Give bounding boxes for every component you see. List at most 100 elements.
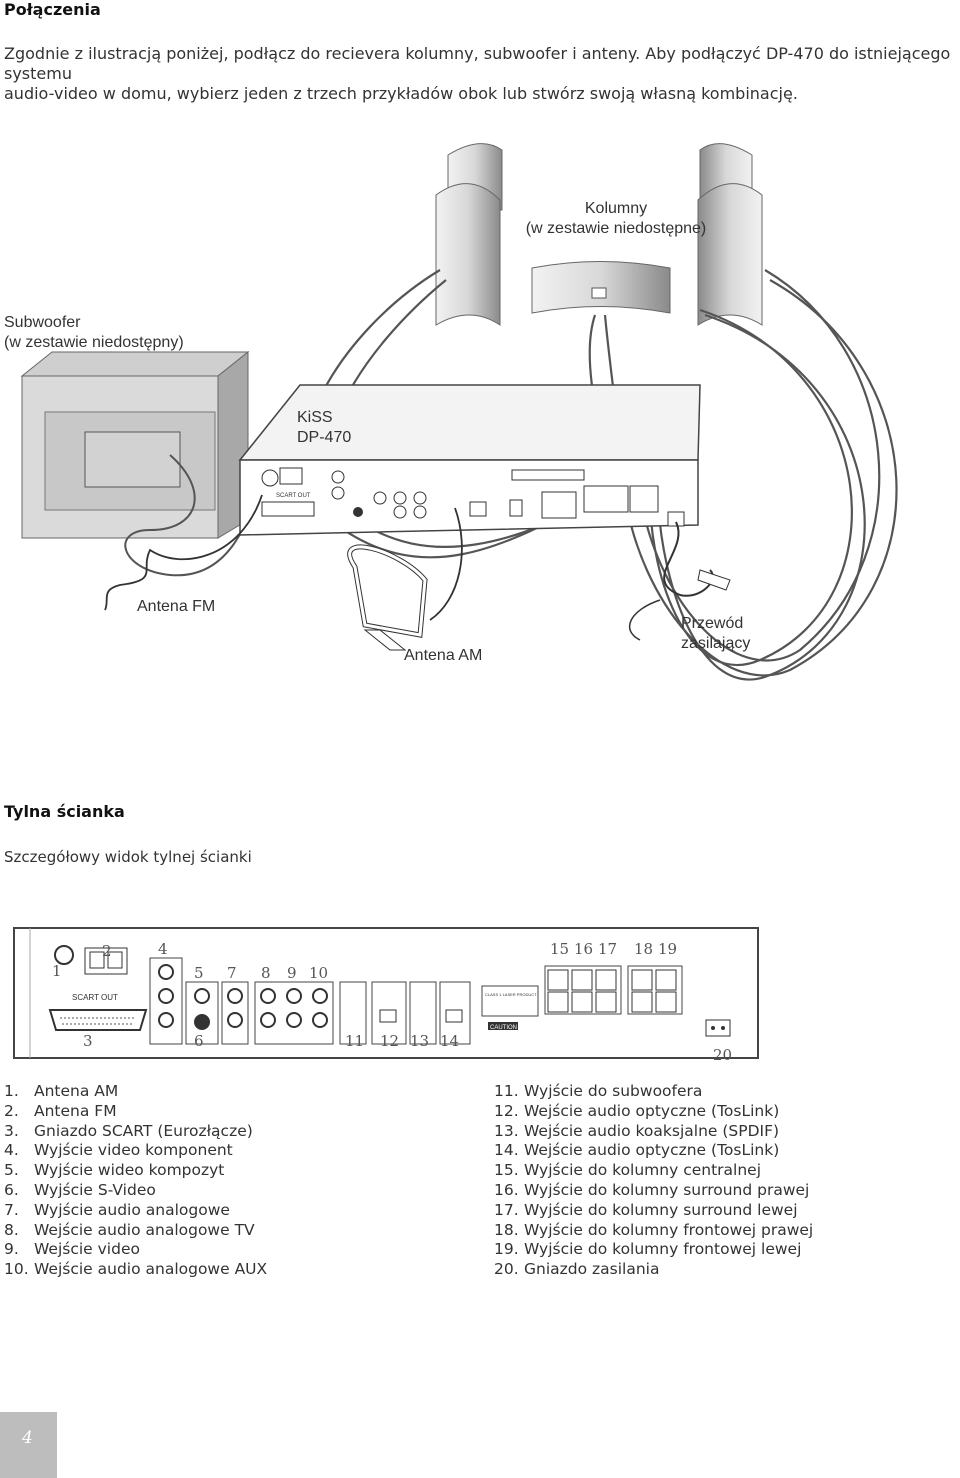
callout-16: 16 — [574, 940, 593, 958]
laser-text: CLASS 1 LASER PRODUCT — [485, 992, 537, 997]
legend-item: 2. Antena FM — [4, 1102, 267, 1122]
power-cord-label-line-2: zasilający — [681, 635, 751, 652]
am-antenna-label: Antena AM — [404, 647, 483, 664]
power-cord-label: Przewód zasilający — [681, 614, 750, 654]
legend-text: Antena AM — [34, 1082, 119, 1100]
legend-text: Wejście audio analogowe AUX — [34, 1260, 268, 1279]
legend-item: 10.Wejście audio analogowe AUX — [4, 1260, 267, 1280]
callout-5: 5 — [194, 964, 204, 982]
intro-text: Zgodnie z ilustracją poniżej, podłącz do… — [4, 44, 960, 104]
legend-text: Wyjście do subwoofera — [524, 1082, 703, 1100]
callout-12: 12 — [380, 1032, 399, 1050]
legend-left: 1. Antena AM 2. Antena FM 3. Gniazdo SCART … — [4, 1082, 267, 1280]
legend-num: 3. — [4, 1121, 19, 1140]
legend-text: Wejście audio analogowe TV — [34, 1220, 255, 1239]
legend-num: 16. — [494, 1180, 519, 1199]
legend-text: Wejście audio optyczne (TosLink) — [524, 1141, 780, 1160]
legend-num: 7. — [4, 1200, 19, 1219]
legend-num: 18. — [494, 1220, 519, 1239]
legend-item: 7. Wyjście audio analogowe — [4, 1201, 267, 1221]
legend-num: 11. — [494, 1082, 519, 1100]
legend-item: 3. Gniazdo SCART (Eurozłącze) — [4, 1122, 267, 1142]
legend-item: 8. Wejście audio analogowe TV — [4, 1221, 267, 1241]
speaker-left — [435, 143, 503, 326]
callout-4: 4 — [158, 940, 168, 958]
callout-17: 17 — [598, 940, 617, 958]
legend-num: 6. — [4, 1180, 19, 1199]
speaker-right — [697, 143, 763, 326]
legend-item: 12.Wejście audio optyczne (TosLink) — [494, 1102, 813, 1122]
legend-text: Wyjście do kolumny centralnej — [524, 1161, 762, 1180]
legend-num: 2. — [4, 1101, 19, 1120]
legend-num: 12. — [494, 1101, 519, 1120]
legend-num: 15. — [494, 1161, 519, 1180]
legend-item: 20.Gniazdo zasilania — [494, 1260, 813, 1280]
callout-6: 6 — [194, 1032, 204, 1050]
back-panel-callouts: 1 2 3 4 5 6 7 8 9 10 11 12 13 14 15 16 1… — [52, 940, 732, 1064]
callout-15: 15 — [550, 940, 569, 958]
legend-right: 11.Wyjście do subwoofera 12.Wejście audi… — [494, 1082, 813, 1280]
legend-item: 15. Wyjście do kolumny centralnej — [494, 1161, 813, 1181]
callout-2: 2 — [102, 942, 112, 960]
intro-line-2: audio-video w domu, wybierz jeden z trze… — [4, 84, 798, 103]
receiver — [238, 384, 701, 536]
back-panel-scart-text: SCART OUT — [72, 993, 118, 1002]
legend-item: 13.Wejście audio koaksjalne (SPDIF) — [494, 1122, 813, 1142]
caution-text: CAUTION — [490, 1025, 517, 1031]
legend-text: Wyjście S-Video — [34, 1180, 156, 1199]
legend-text: Antena FM — [34, 1101, 117, 1120]
legend-num: 9. — [4, 1240, 19, 1259]
legend-item: 9. Wejście video — [4, 1240, 267, 1260]
fm-antenna-wire — [104, 494, 263, 611]
power-cord — [628, 521, 731, 641]
callout-1: 1 — [52, 962, 62, 980]
back-panel-diagram: SCART OUT CLASS 1 LASER PRODUCT CAUTION — [13, 927, 759, 1059]
legend-item: 16. Wyjście do kolumny surround prawej — [494, 1181, 813, 1201]
legend-text: Wejście audio koaksjalne (SPDIF) — [524, 1121, 780, 1140]
intro-line-1: Zgodnie z ilustracją poniżej, podłącz do… — [4, 44, 951, 83]
section-title: Połączenia — [4, 0, 101, 19]
device-label-line-1: KiSS — [297, 409, 333, 426]
back-panel-subtitle: Szczegółowy widok tylnej ścianki — [4, 848, 252, 866]
back-panel-title: Tylna ścianka — [4, 802, 125, 821]
legend-num: 14. — [494, 1141, 519, 1160]
callout-3: 3 — [83, 1032, 93, 1050]
am-antenna — [347, 507, 463, 651]
legend-item: 5. Wyjście wideo kompozyt — [4, 1161, 267, 1181]
legend-num: 17. — [494, 1200, 519, 1219]
callout-11: 11 — [345, 1032, 364, 1050]
speaker-center — [531, 261, 671, 314]
subwoofer-label: Subwoofer (w zestawie niedostępny) — [4, 313, 184, 353]
callout-10: 10 — [309, 964, 328, 982]
legend-num: 1. — [4, 1082, 19, 1100]
legend-item: 1. Antena AM — [4, 1082, 267, 1102]
legend-num: 5. — [4, 1161, 19, 1180]
legend-num: 4. — [4, 1141, 19, 1160]
subwoofer-cable — [124, 454, 263, 577]
device-label-line-2: DP-470 — [297, 429, 352, 446]
legend-text: Wejście video — [34, 1240, 140, 1259]
legend-text: Wyjście do kolumny surround prawej — [524, 1180, 810, 1199]
legend-item: 14. Wejście audio optyczne (TosLink) — [494, 1141, 813, 1161]
legend-num: 8. — [4, 1220, 19, 1239]
legend-text: Wyjście audio analogowe — [34, 1200, 230, 1219]
legend-item: 4.Wyjście video komponent — [4, 1141, 267, 1161]
page-number-tab: 4 — [0, 1412, 57, 1478]
subwoofer-label-line-2: (w zestawie niedostępny) — [4, 334, 184, 351]
callout-14: 14 — [440, 1032, 459, 1050]
callout-13: 13 — [410, 1032, 429, 1050]
legend-item: 6. Wyjście S-Video — [4, 1181, 267, 1201]
legend-item: 17.Wyjście do kolumny surround lewej — [494, 1201, 813, 1221]
callout-18: 18 — [634, 940, 653, 958]
page-number: 4 — [22, 1428, 33, 1448]
device-label: KiSS DP-470 — [297, 408, 351, 448]
power-cord-label-line-1: Przewód — [681, 615, 744, 632]
legend-num: 20. — [494, 1260, 519, 1279]
legend-text: Wyjście do kolumny frontowej lewej — [524, 1240, 802, 1259]
callout-19: 19 — [658, 940, 677, 958]
legend-item: 11. Wyjście do subwoofera — [494, 1082, 813, 1102]
subwoofer — [20, 350, 250, 539]
legend-item: 19.Wyjście do kolumny frontowej lewej — [494, 1240, 813, 1260]
legend-text: Wyjście wideo kompozyt — [34, 1161, 225, 1180]
legend-text: Gniazdo SCART (Eurozłącze) — [34, 1121, 253, 1140]
